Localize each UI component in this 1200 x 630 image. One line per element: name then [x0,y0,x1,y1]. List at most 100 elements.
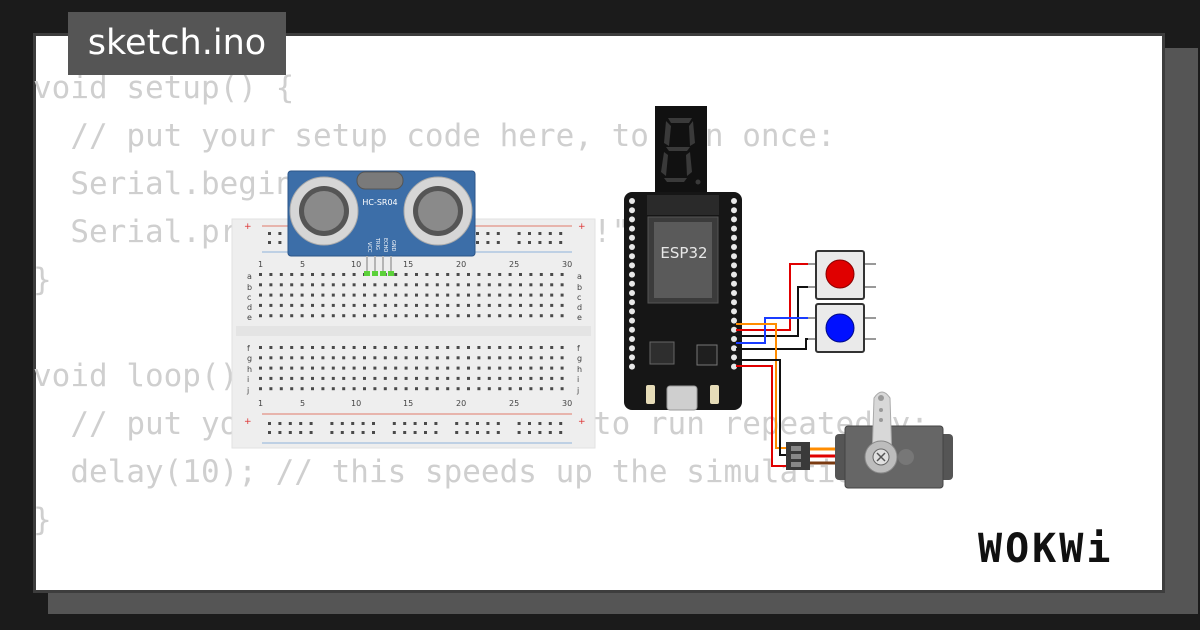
breadboard-hole [269,273,273,276]
terminal-strip-bottom [259,346,564,391]
breadboard-hole [477,314,481,318]
breadboard-hole [446,273,450,276]
breadboard-hole [528,431,531,434]
esp32-pin[interactable] [629,198,635,204]
breadboard-hole [288,431,292,434]
esp32-pin[interactable] [731,354,737,361]
esp32-pin[interactable] [629,326,635,333]
breadboard-hole [321,387,325,391]
breadboard-hole [342,314,346,318]
esp32-pin[interactable] [731,317,737,324]
ultrasonic-sensor[interactable]: HC-SR04 VCC TRIG ECHO GND [287,170,476,276]
esp32-board[interactable]: ESP32 [624,192,742,411]
breadboard-hole [486,241,490,244]
esp32-pin[interactable] [731,234,737,241]
breadboard-hole [363,293,366,297]
esp32-pin[interactable] [731,225,737,232]
esp32-pin[interactable] [629,253,635,260]
pushbutton-blue[interactable] [808,303,876,353]
breadboard-hole [342,356,346,360]
breadboard-hole [519,387,522,391]
esp32-pin[interactable] [629,363,635,370]
breadboard-hole [529,376,533,380]
breadboard-hole [467,346,470,349]
esp32-pin[interactable] [629,345,635,352]
breadboard-hole [528,232,531,235]
breadboard-hole [559,431,563,434]
seven-segment-display[interactable] [655,106,707,192]
breadboard-hole [383,314,387,318]
esp32-pin[interactable] [731,290,737,296]
breadboard-hole [269,293,273,297]
breadboard-hole [425,273,429,276]
esp32-pin[interactable] [731,326,737,333]
esp32-pin[interactable] [629,308,635,315]
breadboard-hole [403,422,407,425]
breadboard-hole [446,283,450,287]
breadboard-hole [269,303,273,307]
esp32-pin[interactable] [731,363,737,370]
esp32-pin[interactable] [731,262,737,269]
breadboard-hole [279,293,283,297]
breadboard-hole [446,387,450,391]
breadboard-hole [508,293,512,297]
file-title[interactable]: sketch.ino [68,12,286,75]
breadboard-hole [446,314,450,318]
breadboard-hole [519,293,522,297]
esp32-pin[interactable] [731,336,737,342]
breadboard-hole [456,283,460,287]
breadboard-hole [352,303,356,307]
esp32-pin[interactable] [629,244,635,250]
esp32-pin[interactable] [629,216,635,223]
breadboard-hole [560,346,564,349]
breadboard[interactable]: + + + + 1 5 10 15 20 25 30 1 5 10 15 20 … [231,218,596,449]
esp32-pin[interactable] [731,198,737,204]
esp32-pin[interactable] [629,290,635,296]
breadboard-hole [394,366,398,370]
breadboard-col-label: 30 [562,260,572,269]
esp32-pin[interactable] [731,207,737,214]
esp32-pin[interactable] [629,354,635,361]
breadboard-hole [446,356,450,360]
breadboard-hole [321,366,325,370]
breadboard-hole [425,283,429,287]
esp32-pin[interactable] [731,308,737,315]
esp32-pin[interactable] [731,271,737,278]
breadboard-hole [363,387,366,391]
breadboard-hole [342,366,346,370]
breadboard-hole [321,376,325,380]
breadboard-hole [290,387,294,391]
breadboard-hole [311,387,314,391]
esp32-pin[interactable] [629,234,635,241]
esp32-pin[interactable] [629,336,635,342]
breadboard-hole [300,366,304,370]
esp32-pin[interactable] [731,216,737,223]
breadboard-hole [373,346,377,349]
esp32-pin[interactable] [629,207,635,214]
breadboard-hole [290,376,294,380]
breadboard-hole [331,376,335,380]
breadboard-hole [279,303,283,307]
esp32-pin[interactable] [629,299,635,306]
breadboard-hole [559,241,563,244]
esp32-pin[interactable] [731,253,737,260]
breadboard-hole [300,314,304,318]
breadboard-hole [394,387,398,391]
breadboard-hole [268,232,271,235]
breadboard-hole [538,431,542,434]
breadboard-hole [340,431,344,434]
esp32-pin[interactable] [629,262,635,269]
esp32-pin[interactable] [731,280,737,287]
esp32-pin[interactable] [629,225,635,232]
esp32-pin[interactable] [731,244,737,250]
servo-motor[interactable] [786,391,953,489]
pushbutton-red[interactable] [808,250,876,300]
breadboard-hole [435,366,439,370]
esp32-pin[interactable] [629,271,635,278]
breadboard-hole [456,387,460,391]
esp32-pin[interactable] [731,299,737,306]
esp32-pin[interactable] [629,317,635,324]
esp32-pin[interactable] [731,345,737,352]
esp32-pin[interactable] [629,280,635,287]
